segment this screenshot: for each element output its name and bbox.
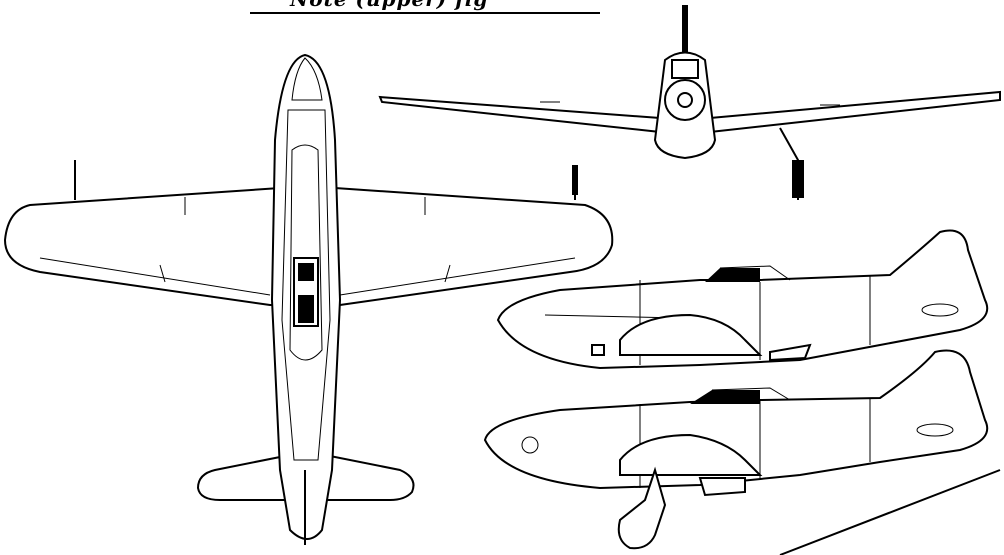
side-fuselage-upper <box>496 229 989 370</box>
side-wing-fairing-lower <box>619 433 763 476</box>
plan-view <box>3 53 614 545</box>
caption-text: Note (upper) fig <box>290 0 488 11</box>
side-view-lower <box>483 349 1001 555</box>
side-landing-gear <box>617 466 667 550</box>
side-wing-fairing-upper <box>619 313 763 356</box>
front-view <box>378 5 1001 200</box>
ground-line <box>779 469 1001 555</box>
side-view-upper <box>496 229 989 370</box>
side-fuselage-lower <box>483 349 989 490</box>
